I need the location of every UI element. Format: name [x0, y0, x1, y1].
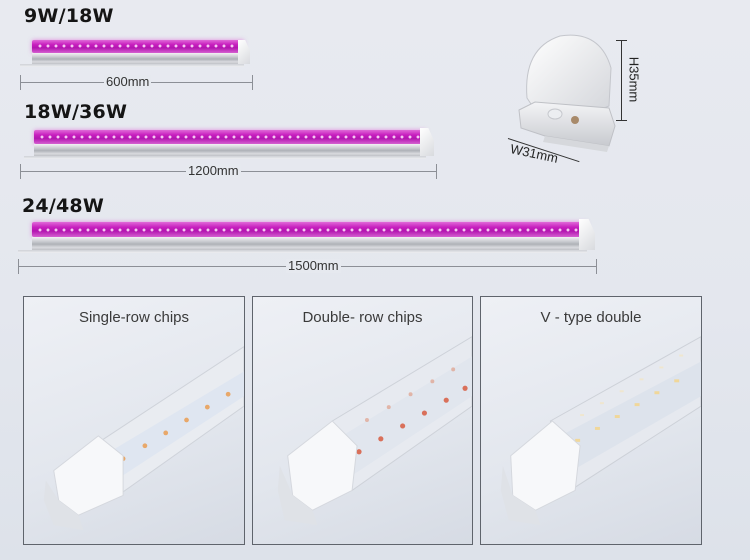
- end-cap-height-label: H35mm: [626, 56, 642, 103]
- single-row-tube-closeup: [43, 346, 244, 531]
- chip-panel-double-row: Double- row chips: [252, 296, 473, 545]
- led-tube-1200mm: [24, 128, 434, 160]
- led-tube-600mm: [20, 40, 250, 70]
- length-label-600mm: 600mm: [104, 74, 152, 89]
- chip-panel-v-type: V - type double: [480, 296, 702, 545]
- wattage-label-3: 24/48W: [22, 195, 104, 217]
- chip-panel-title: V - type double: [540, 309, 642, 326]
- length-label-1200mm: 1200mm: [186, 163, 241, 178]
- led-tube-1500mm: [18, 219, 595, 256]
- double-row-tube-closeup: [277, 336, 472, 526]
- height-dimension-line: [621, 40, 622, 120]
- height-dimension-tick-bottom: [616, 120, 627, 121]
- end-cap-image: [505, 28, 620, 168]
- chip-panel-single-row: Single-row chips: [23, 296, 245, 545]
- wattage-label-2: 18W/36W: [24, 101, 128, 123]
- height-dimension-tick-top: [616, 40, 627, 41]
- chip-panel-title: Double- row chips: [302, 309, 423, 326]
- chip-panel-title: Single-row chips: [78, 309, 190, 326]
- wattage-label-1: 9W/18W: [24, 5, 114, 27]
- length-label-1500mm: 1500mm: [286, 258, 341, 273]
- v-type-tube-closeup: [500, 336, 701, 526]
